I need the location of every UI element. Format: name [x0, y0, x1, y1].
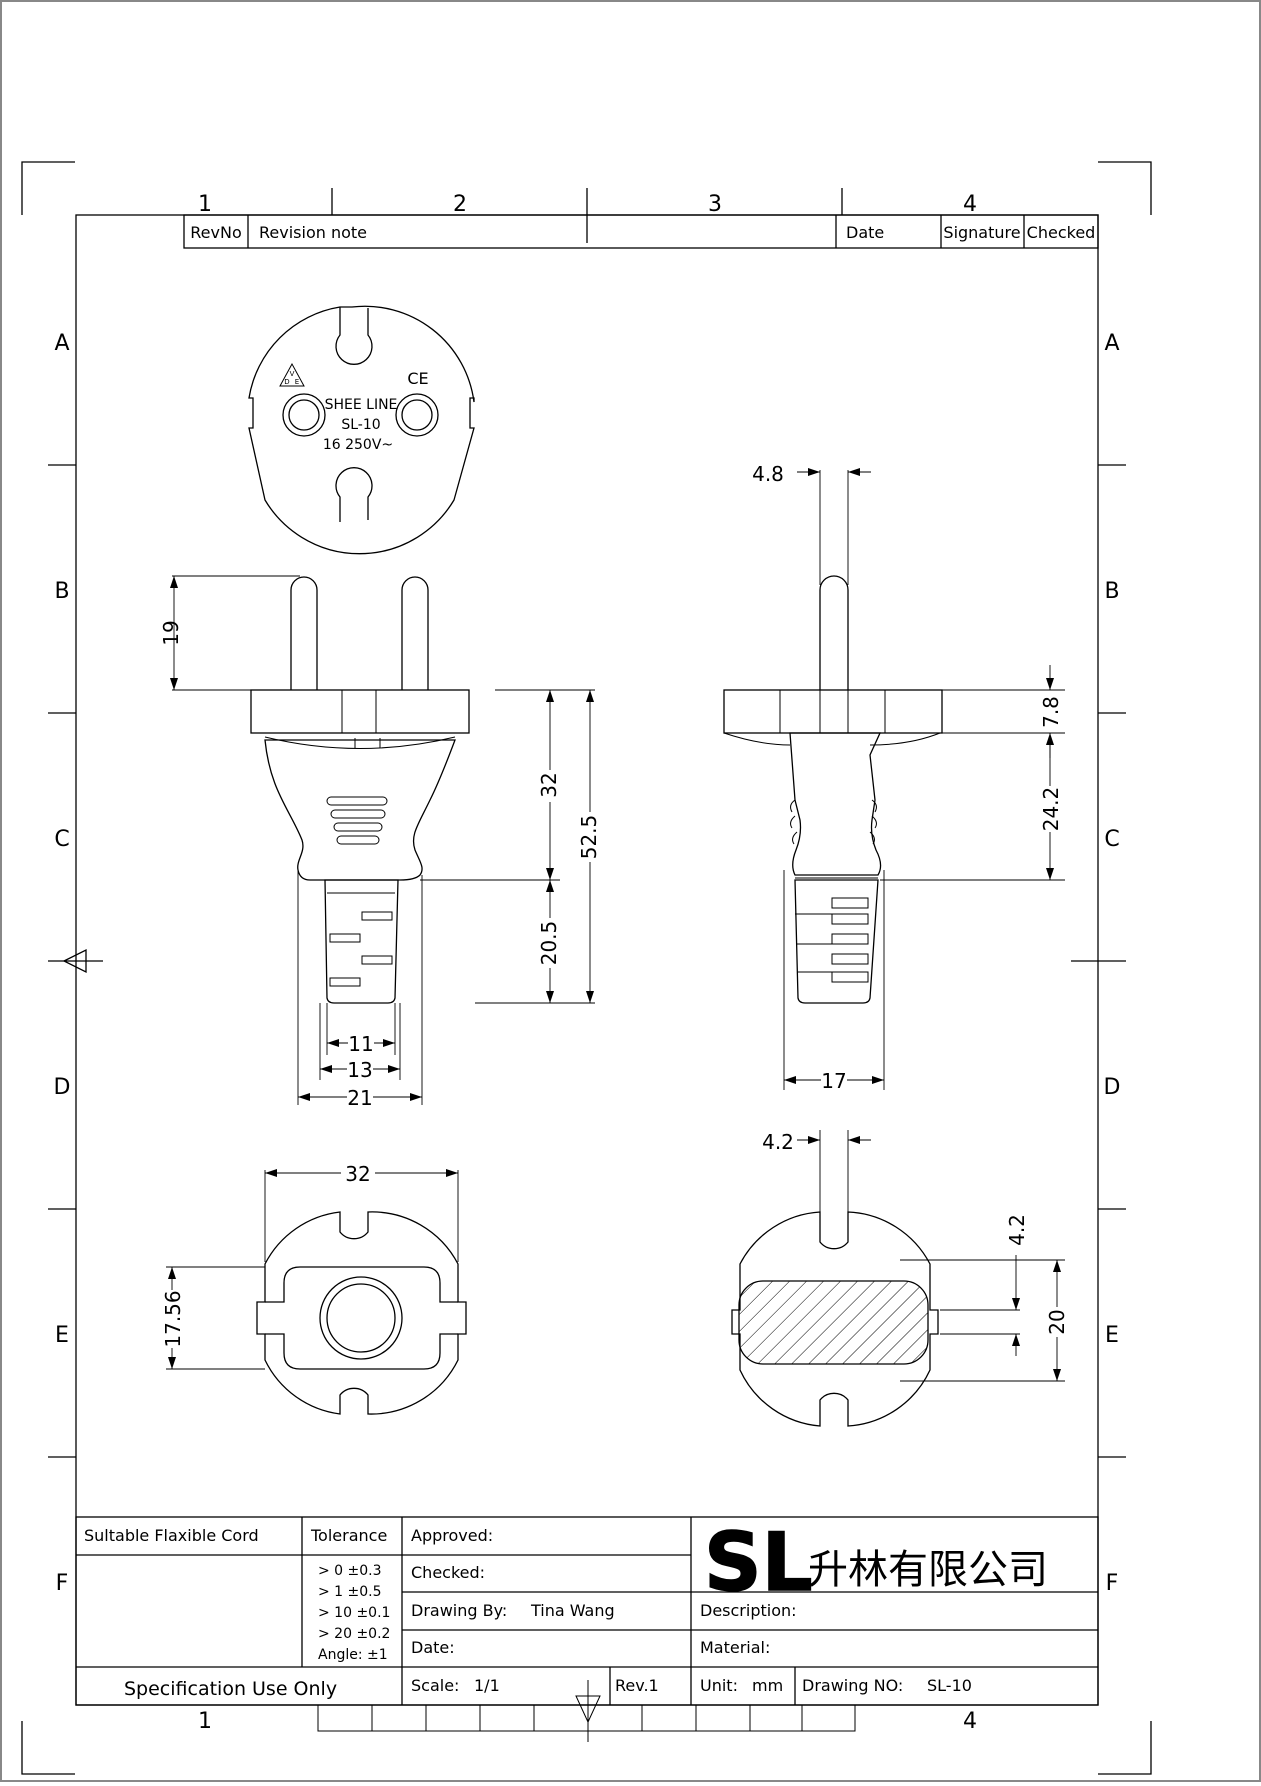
dim-sleeve-width-side: 17 [821, 1069, 846, 1093]
approved-label: Approved: [411, 1526, 493, 1545]
col-label-1-bottom: 1 [198, 1709, 212, 1734]
col-label-3: 3 [708, 192, 722, 217]
dim-pin-diameter-bottom: 4.2 [762, 1130, 794, 1154]
row-label-c: C [54, 827, 69, 852]
vde-letter-d: D [284, 378, 289, 386]
drawing-no-value: SL-10 [927, 1676, 972, 1695]
tolerance-row: > 1 ±0.5 [318, 1584, 382, 1600]
row-label-d-right: D [1104, 1075, 1121, 1100]
plug-section-view: 4.2 4.2 20 [731, 1130, 1069, 1427]
plug-front-view: 19 32 52.5 20.5 11 13 21 [159, 575, 601, 1110]
corner-marks [21, 161, 1152, 1775]
checked-header: Checked [1027, 223, 1096, 242]
col-label-4: 4 [963, 192, 977, 217]
drawing-frame [75, 214, 1099, 1706]
revision-table: RevNo Revision note Date Signature Check… [183, 214, 1099, 249]
dim-sleeve-tip-width: 11 [348, 1032, 373, 1056]
centering-mark [62, 948, 87, 974]
dim-head-height: 32 [537, 772, 561, 797]
row-label-d: D [54, 1075, 71, 1100]
model-label: SL-10 [341, 417, 380, 433]
brand-label: SHEE LINE [325, 397, 398, 413]
right-pin-hole [395, 393, 439, 437]
spec-note: Specification Use Only [124, 1678, 337, 1700]
row-label-f: F [56, 1571, 69, 1596]
bottom-ruler [317, 1704, 856, 1732]
row-labels: A B C D E F A B C D E F [54, 331, 1121, 1596]
row-label-a: A [54, 331, 69, 356]
drawing-by-label: Drawing By: [411, 1601, 507, 1620]
material-label: Material: [700, 1638, 770, 1657]
description-label: Description: [700, 1601, 797, 1620]
row-ticks [48, 464, 1126, 1458]
col-label-1: 1 [198, 192, 212, 217]
row-label-e: E [55, 1323, 69, 1348]
signature-header: Signature [943, 223, 1020, 242]
revision-value: Rev.1 [615, 1676, 659, 1695]
drawing-no-label: Drawing NO: [802, 1676, 903, 1695]
suitable-cord-label: Sultable Flaxible Cord [84, 1526, 259, 1545]
dim-cord-offset: 4.2 [1005, 1214, 1029, 1246]
dim-pin-diameter-side: 4.8 [752, 462, 784, 486]
dim-sleeve-mid-width: 13 [347, 1058, 372, 1082]
row-label-a-right: A [1104, 331, 1119, 356]
dim-rear-hub-height: 17.56 [161, 1290, 185, 1347]
dim-body-length-side: 24.2 [1039, 787, 1063, 832]
dim-cord-width: 20 [1045, 1309, 1069, 1334]
row-label-e-right: E [1105, 1323, 1119, 1348]
cord-section-hatch [738, 1280, 929, 1365]
tolerance-list: > 0 ±0.3 > 1 ±0.5 > 10 ±0.1 > 20 ±0.2 An… [318, 1563, 390, 1663]
plug-side-view: 4.8 7.8 24.2 17 [723, 462, 1065, 1093]
title-block: Sultable Flaxible Cord Tolerance > 0 ±0.… [75, 1515, 1099, 1742]
vde-letter-v: V [290, 370, 295, 378]
rev-no-header: RevNo [190, 223, 241, 242]
company-name: 升林有限公司 [808, 1547, 1048, 1593]
plug-rear-view: 32 17.56 [161, 1162, 467, 1415]
column-labels: 1 2 3 4 1 4 [198, 192, 977, 1734]
vde-mark [279, 362, 305, 387]
plug-face-view: V D E CE SHEE LINE SL-10 16 250V~ [248, 305, 475, 555]
dim-collar-thickness: 7.8 [1039, 696, 1063, 728]
tolerance-label: Tolerance [310, 1526, 387, 1545]
row-label-f-right: F [1106, 1571, 1119, 1596]
date-label: Date: [411, 1638, 455, 1657]
row-label-c-right: C [1104, 827, 1119, 852]
company-logo: SL [704, 1516, 813, 1609]
dim-sleeve-base-width: 21 [347, 1086, 372, 1110]
dim-pin-length: 19 [159, 620, 183, 645]
col-label-4-bottom: 4 [963, 1709, 977, 1734]
tolerance-row: > 20 ±0.2 [318, 1626, 390, 1642]
ce-mark: CE [407, 369, 428, 388]
scale-label: Scale: [411, 1676, 459, 1695]
scale-value: 1/1 [474, 1676, 500, 1695]
row-label-b-right: B [1104, 579, 1119, 604]
tolerance-row: Angle: ±1 [318, 1647, 388, 1663]
date-header: Date [846, 223, 884, 242]
left-pin-hole [282, 393, 326, 437]
col-label-2: 2 [453, 192, 467, 217]
unit-value: mm [752, 1676, 783, 1695]
dim-total-length: 52.5 [577, 815, 601, 860]
vde-letter-e: E [295, 378, 299, 386]
tolerance-row: > 10 ±0.1 [318, 1605, 390, 1621]
row-label-b: B [54, 579, 69, 604]
dim-face-diameter: 32 [345, 1162, 370, 1186]
rating-label: 16 250V~ [323, 437, 393, 453]
dim-sleeve-length: 20.5 [537, 921, 561, 966]
unit-label: Unit: [700, 1676, 738, 1695]
checked-label: Checked: [411, 1563, 485, 1582]
revision-note-header: Revision note [259, 223, 367, 242]
tolerance-row: > 0 ±0.3 [318, 1563, 382, 1579]
drawing-by-value: Tina Wang [530, 1601, 615, 1620]
